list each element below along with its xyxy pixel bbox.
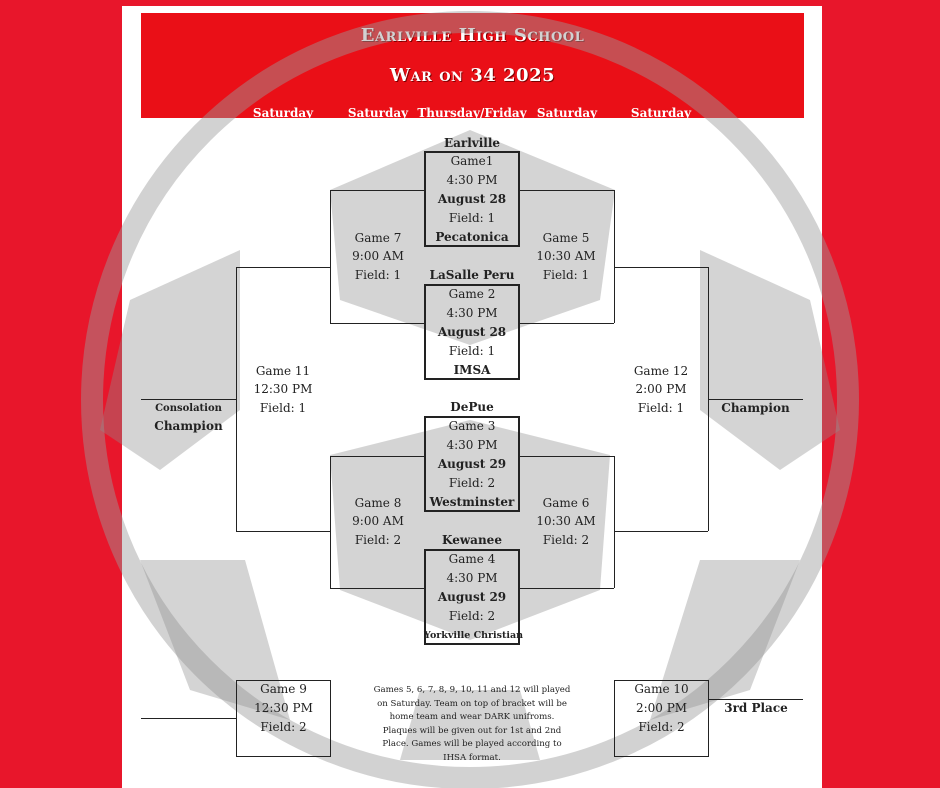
bracket-line (614, 456, 615, 588)
bracket-line (330, 456, 331, 588)
team-name: LaSalle Peru (429, 268, 515, 282)
game-field: Field: 1 (448, 211, 496, 225)
bracket-line (236, 267, 330, 268)
bracket-line (330, 190, 331, 323)
game-time: 9:00 AM (352, 249, 404, 263)
game-number: Game 5 (542, 231, 590, 245)
game-time: 10:30 AM (536, 249, 596, 263)
header-banner: Earlville High School War on 34 2025 Sat… (141, 13, 804, 120)
game-number: Game 8 (354, 496, 402, 510)
game-box (424, 151, 520, 247)
game-field: Field: 1 (448, 344, 496, 358)
bracket-line (614, 267, 708, 268)
schedule-note: Games 5, 6, 7, 8, 9, 10, 11 and 12 will … (373, 685, 571, 763)
game-field: Field: 1 (542, 268, 590, 282)
game-time: 4:30 PM (446, 571, 498, 585)
consolation-label: Consolation (155, 403, 222, 414)
day-label: Saturday (536, 106, 598, 120)
team-name: Pecatonica (435, 230, 509, 244)
game-field: Field: 2 (260, 720, 307, 734)
game-field: Field: 1 (637, 401, 685, 415)
game-number: Game 9 (260, 682, 307, 696)
game-number: Game 2 (448, 287, 496, 301)
bracket-line (141, 718, 236, 719)
game-date: August 29 (437, 590, 507, 604)
game-field: Field: 1 (259, 401, 307, 415)
champion-label: Champion (721, 401, 790, 415)
game-field: Field: 2 (448, 476, 496, 490)
third-place-label: 3rd Place (724, 701, 788, 715)
game-box (424, 416, 520, 512)
game-number: Game 11 (255, 364, 311, 378)
game-number: Game 3 (448, 419, 496, 433)
game-field: Field: 2 (638, 720, 685, 734)
day-label: Saturday (252, 106, 314, 120)
game-number: Game 12 (633, 364, 689, 378)
bracket-line (708, 399, 803, 400)
game-field: Field: 1 (354, 268, 402, 282)
game-number: Game 6 (542, 496, 590, 510)
bracket-line (141, 399, 236, 400)
bracket-line (709, 699, 803, 700)
game-box (614, 680, 709, 757)
team-name: Yorkville Christian (424, 630, 524, 641)
game-number: Game 7 (354, 231, 402, 245)
bracket-line (330, 456, 426, 457)
school-title: Earlville High School (360, 25, 585, 46)
game-time: 4:30 PM (446, 306, 498, 320)
bracket-line (614, 190, 615, 323)
game-field: Field: 2 (354, 533, 402, 547)
game-number: Game1 (450, 154, 494, 168)
game-box (424, 284, 520, 380)
day-label: Saturday (347, 106, 409, 120)
day-label: Thursday/Friday (417, 106, 527, 120)
bracket-line (236, 531, 330, 532)
game-date: August 29 (437, 457, 507, 471)
game-date: August 28 (437, 192, 507, 206)
bracket-line (518, 323, 614, 324)
bracket-line (518, 588, 614, 589)
bracket-line (236, 267, 237, 531)
bracket-line (330, 588, 426, 589)
game-field: Field: 2 (448, 609, 496, 623)
game-date: August 28 (437, 325, 507, 339)
game-time: 2:00 PM (635, 382, 687, 396)
game-time: 12:30 PM (253, 382, 313, 396)
team-name: Westminster (429, 495, 515, 509)
game-box (236, 680, 331, 757)
team-name: IMSA (453, 363, 491, 377)
game-number: Game 4 (448, 552, 496, 566)
team-name: DePue (450, 400, 494, 414)
team-name: Kewanee (442, 533, 502, 547)
consolation-champion-label: Champion (154, 419, 223, 433)
game-time: 12:30 PM (254, 701, 313, 715)
game-number: Game 10 (634, 682, 689, 696)
tournament-title: War on 34 2025 (389, 65, 556, 86)
bracket-line (330, 190, 426, 191)
bracket-line (614, 531, 708, 532)
game-field: Field: 2 (542, 533, 590, 547)
game-time: 10:30 AM (536, 514, 596, 528)
team-name: Earlville (443, 136, 501, 150)
bracket-line (518, 190, 614, 191)
game-time: 4:30 PM (446, 438, 498, 452)
bracket-line (330, 323, 426, 324)
game-time: 2:00 PM (635, 701, 688, 715)
game-time: 4:30 PM (446, 173, 498, 187)
bracket-sheet (122, 6, 822, 788)
game-box (424, 549, 520, 645)
day-label: Saturday (630, 106, 692, 120)
bracket-line (518, 456, 614, 457)
game-time: 9:00 AM (352, 514, 404, 528)
